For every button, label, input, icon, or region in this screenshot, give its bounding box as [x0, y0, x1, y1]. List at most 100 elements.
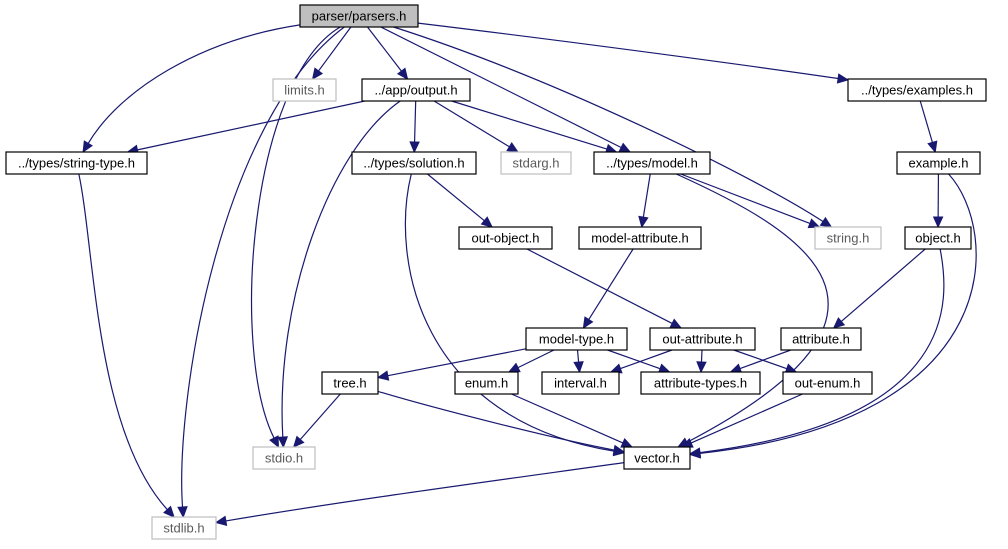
node-label: out-enum.h [795, 376, 861, 391]
edge-model-to-modelattr [638, 173, 651, 229]
node-limits: limits.h [272, 78, 337, 102]
node-label: model-type.h [539, 332, 614, 347]
edge-arrowhead [927, 140, 938, 154]
node-box [299, 4, 419, 28]
edge-line [700, 349, 703, 363]
edge-line [318, 26, 352, 72]
edge-root-to-string [393, 26, 833, 228]
node-stdlib: stdlib.h [151, 516, 217, 540]
node-output[interactable]: ../app/output.h [361, 78, 471, 102]
edge-line [413, 100, 417, 143]
node-label: parser/parsers.h [312, 9, 407, 24]
node-label: ../types/model.h [606, 156, 698, 171]
node-enum[interactable]: enum.h [454, 371, 519, 395]
edge-strtype-to-stdlib [78, 173, 175, 518]
node-model[interactable]: ../types/model.h [593, 151, 711, 175]
edge-line [87, 24, 301, 144]
edge-line [733, 349, 788, 370]
node-tree[interactable]: tree.h [321, 371, 379, 395]
edge-arrowhead [177, 506, 188, 519]
node-object[interactable]: object.h [904, 226, 972, 250]
edge-line [919, 100, 934, 143]
edge-arrowhead [507, 362, 521, 373]
edge-modeltype-to-attrtypes [607, 349, 671, 374]
edge-output-to-stdarg [433, 100, 519, 153]
edge-modeltype-to-interval [573, 349, 584, 374]
node-box [525, 327, 628, 351]
node-label: enum.h [465, 376, 508, 391]
node-box [351, 151, 477, 175]
node-example[interactable]: example.h [896, 151, 981, 175]
edge-arrowhead [819, 216, 833, 228]
nodes-layer: parser/parsers.h limits.h ../app/output.h.… [5, 4, 987, 540]
edge-root-to-output [366, 26, 409, 80]
node-box [780, 327, 862, 351]
edge-arrowhead [396, 67, 409, 80]
node-modelattr[interactable]: model-attribute.h [578, 226, 702, 250]
edge-line [576, 349, 580, 363]
node-box [782, 371, 873, 395]
node-label: stdlib.h [163, 521, 204, 536]
edge-arrowhead [573, 361, 584, 374]
node-examples[interactable]: ../types/examples.h [847, 78, 987, 102]
node-attribute[interactable]: attribute.h [780, 327, 862, 351]
edge-line [739, 349, 792, 370]
edge-arrowhead [269, 435, 280, 449]
node-outobject[interactable]: out-object.h [458, 226, 553, 250]
edge-modelattr-to-modeltype [582, 248, 634, 330]
edge-arrowhead [618, 142, 632, 153]
node-label: vector.h [634, 451, 680, 466]
edge-vector-to-stdlib [214, 462, 625, 527]
edge-object-to-attribute [832, 248, 926, 329]
edge-arrowhead [688, 447, 702, 458]
node-outattr[interactable]: out-attribute.h [649, 327, 756, 351]
edge-line [517, 349, 555, 369]
node-box [5, 151, 148, 175]
node-root[interactable]: parser/parsers.h [299, 4, 419, 28]
node-label: ../types/solution.h [363, 156, 464, 171]
edge-line [642, 173, 651, 218]
edge-line [433, 100, 510, 148]
edge-arrowhead [807, 218, 821, 229]
edge-solution-to-outobject [427, 173, 494, 228]
edge-line [387, 348, 527, 377]
edge-arrowhead [214, 515, 228, 527]
node-label: ../app/output.h [374, 83, 457, 98]
node-label: out-attribute.h [662, 332, 742, 347]
edge-model-to-string [680, 173, 821, 229]
edge-arrowhead [277, 436, 289, 449]
node-strtype[interactable]: ../types/string-type.h [5, 151, 148, 175]
node-box [454, 371, 519, 395]
edge-enum-to-vector [511, 393, 634, 448]
node-modeltype[interactable]: model-type.h [525, 327, 628, 351]
node-string: string.h [814, 226, 882, 250]
node-box [593, 151, 711, 175]
edge-arrowhead [311, 67, 324, 80]
node-vector[interactable]: vector.h [623, 446, 691, 470]
edge-outobject-to-outattr [526, 248, 683, 329]
node-box [896, 151, 981, 175]
edge-arrowhead [932, 216, 944, 229]
edge-line [699, 173, 977, 454]
edge-modeltype-to-enum [507, 349, 555, 373]
edge-line [840, 248, 926, 322]
node-label: object.h [915, 231, 961, 246]
node-solution[interactable]: ../types/solution.h [351, 151, 477, 175]
node-box [904, 226, 972, 250]
node-attrtypes[interactable]: attribute-types.h [640, 371, 761, 395]
node-stdarg: stdarg.h [500, 151, 572, 175]
node-interval[interactable]: interval.h [541, 371, 620, 395]
node-label: stdio.h [265, 451, 303, 466]
edge-arrowhead [82, 140, 93, 154]
node-box [272, 78, 337, 102]
edge-line [676, 173, 829, 443]
node-outenum[interactable]: out-enum.h [782, 371, 873, 395]
node-label: attribute-types.h [654, 376, 747, 391]
edge-output-to-solution [409, 100, 420, 154]
node-box [151, 516, 217, 540]
edge-line [377, 390, 615, 451]
edge-examples-to-example [919, 100, 938, 154]
node-label: interval.h [554, 376, 607, 391]
edge-arrowhead [582, 316, 594, 330]
edge-line [366, 26, 402, 72]
